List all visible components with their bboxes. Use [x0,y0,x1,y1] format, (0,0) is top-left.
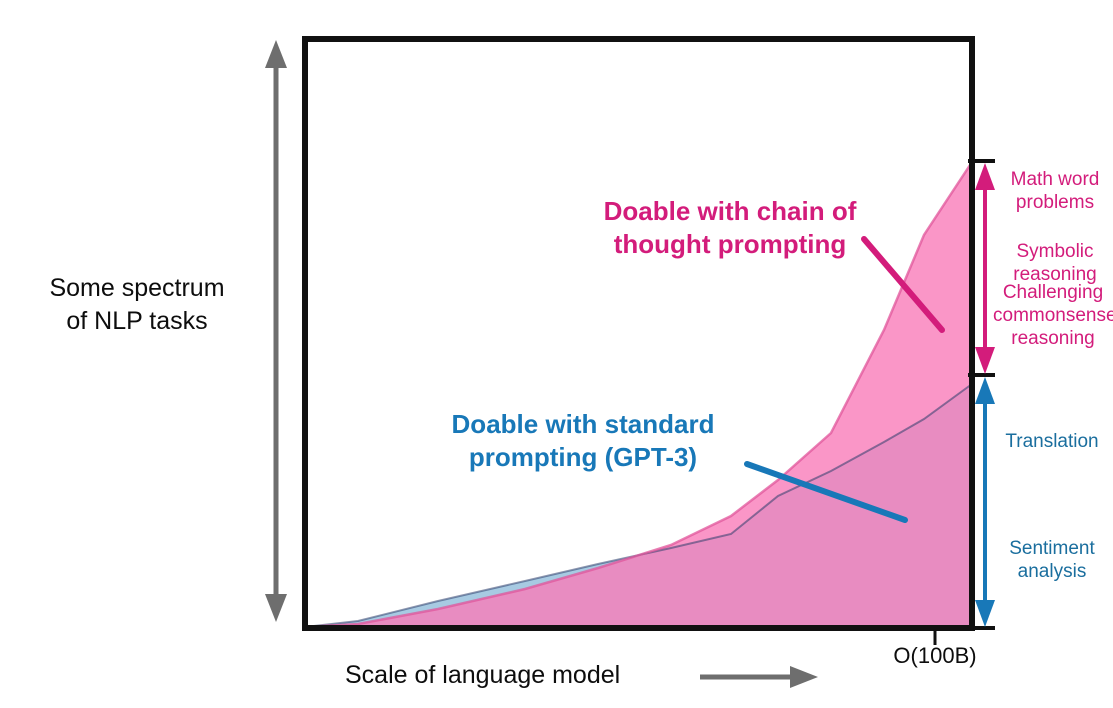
bracket-label-symbolic-reasoning: Symbolic reasoning [1013,241,1097,285]
x-axis-caption: Scale of language model [345,661,621,689]
bracket-label-challenging-commonsense-reasoning: Challenging commonsense reasoning [993,282,1113,349]
bracket-arrow-chain-of-thought [975,163,995,374]
leader-line-standard-prompting [744,461,908,523]
bracket-label-math-word-problems: Math word problems [1010,169,1100,213]
callout-chain-of-thought: Doable with chain of thought prompting [603,196,857,259]
line-standard-prompting [304,383,973,628]
bracket-label-sentiment-analysis: Sentiment analysis [1009,538,1095,582]
bracket-label-translation: Translation [1005,431,1099,452]
y-axis-caption: Some spectrum of NLP tasks [49,274,225,335]
callout-standard-prompting: Doable with standard prompting (GPT-3) [451,409,715,472]
line-chain-of-thought [304,161,974,629]
x-axis-arrow [700,666,818,688]
y-axis-arrow [265,40,287,622]
area-chain-of-thought [305,162,972,627]
bracket-arrow-standard-prompting [975,377,995,627]
leader-line-chain-of-thought [861,236,945,333]
x-tick-label-100b: O(100B) [893,643,977,668]
